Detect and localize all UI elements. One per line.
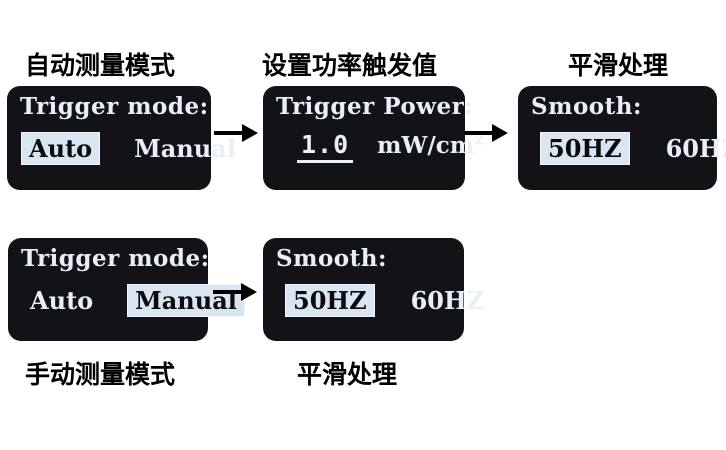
screen-trigger-power: Trigger Power: 1.0 mW/cm2 [263, 86, 484, 190]
screen-smooth-bottom: Smooth: 50HZ 60HZ [263, 238, 484, 341]
trigger-power-row: 1.0 mW/cm2 [297, 130, 484, 163]
arrow-right-icon [464, 121, 508, 145]
trigger-power-unit: mW/cm2 [377, 132, 484, 159]
screen-title: Trigger mode: [20, 93, 209, 120]
option-row: 50HZ 60HZ [540, 132, 726, 165]
label-smoothing-bottom: 平滑处理 [297, 360, 398, 389]
option-50hz[interactable]: 50HZ [540, 132, 630, 165]
option-manual[interactable]: Manual [134, 134, 236, 163]
screen-trigger-mode-manual: Trigger mode: Auto Manual [8, 238, 245, 341]
option-row: Auto Manual [21, 132, 244, 165]
arrow-right-icon [214, 121, 258, 145]
unit-exponent: 2 [474, 132, 484, 149]
option-auto[interactable]: Auto [30, 286, 94, 315]
option-manual[interactable]: Manual [127, 284, 245, 317]
screen-smooth-top: Smooth: 50HZ 60HZ [518, 86, 726, 190]
option-row: 50HZ 60HZ [285, 284, 492, 317]
option-60hz[interactable]: 60HZ [665, 134, 726, 163]
screen-title: Smooth: [531, 93, 642, 120]
label-auto-measure-mode: 自动测量模式 [25, 51, 176, 80]
label-smoothing-top: 平滑处理 [568, 51, 669, 80]
screen-trigger-mode-auto: Trigger mode: Auto Manual [7, 86, 236, 190]
option-row: Auto Manual [22, 284, 245, 317]
option-60hz[interactable]: 60HZ [410, 286, 485, 315]
screen-title: Smooth: [276, 245, 387, 272]
trigger-power-value[interactable]: 1.0 [297, 130, 354, 163]
option-auto[interactable]: Auto [21, 132, 101, 165]
arrow-right-icon [213, 280, 257, 304]
screen-title: Trigger mode: [21, 245, 210, 272]
screen-title: Trigger Power: [276, 93, 474, 120]
option-50hz[interactable]: 50HZ [285, 284, 375, 317]
label-set-power-trigger: 设置功率触发值 [262, 51, 438, 80]
label-manual-measure-mode: 手动测量模式 [25, 360, 176, 389]
